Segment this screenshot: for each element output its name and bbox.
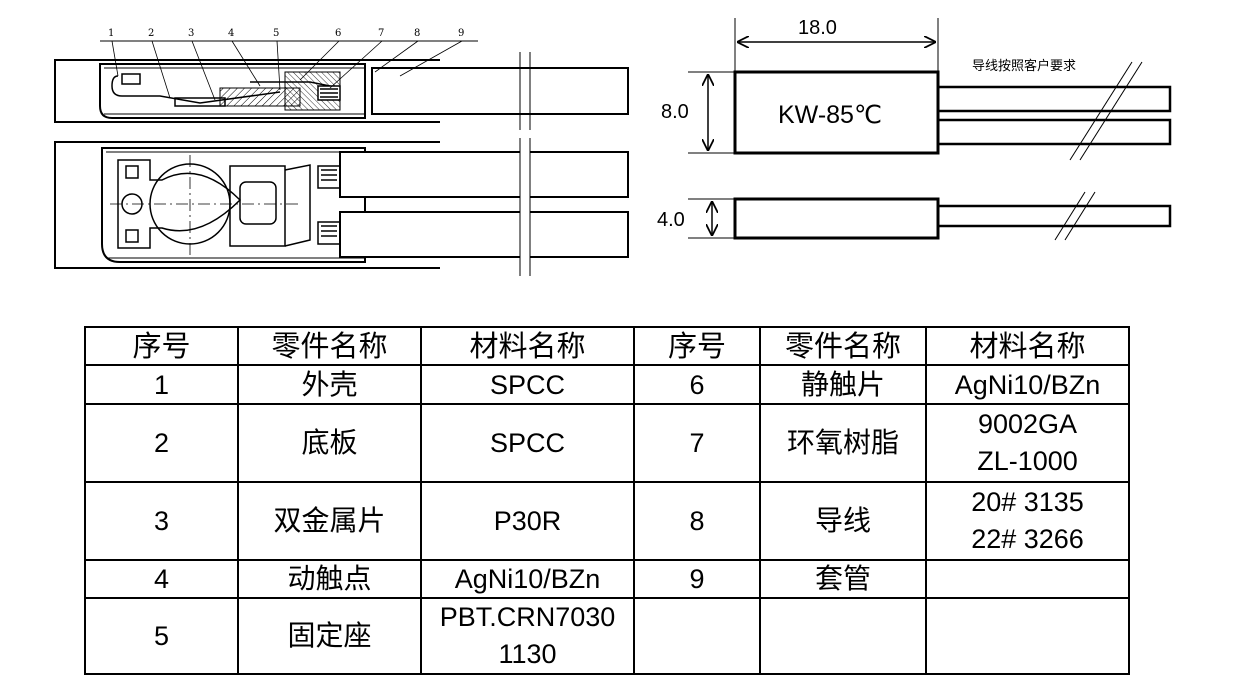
cell-part: 环氧树脂 <box>759 403 927 483</box>
cell-part: 套管 <box>759 559 927 599</box>
material-line: 9002GA <box>977 409 1078 439</box>
header-cell: 序号 <box>633 326 761 366</box>
callout-2: 2 <box>148 28 154 39</box>
callout-3: 3 <box>188 28 194 39</box>
table-row: 3 双金属片 P30R 8 导线 20# 3135 22# 3266 <box>84 481 1130 561</box>
outline-view-side <box>688 191 1172 241</box>
material-line: 22# 3266 <box>971 524 1084 554</box>
cell-material: P30R <box>420 481 635 561</box>
material-line: 20# 3135 <box>971 487 1084 517</box>
table-header: 序号 零件名称 材料名称 序号 零件名称 材料名称 <box>84 326 1130 366</box>
cell-no: 5 <box>84 597 239 675</box>
callout-7: 7 <box>378 28 384 39</box>
cell-no: 1 <box>84 364 239 405</box>
header-cell: 材料名称 <box>925 326 1130 366</box>
cell-no <box>633 597 761 675</box>
callout-4: 4 <box>228 28 234 39</box>
technical-drawing: 1 2 3 4 5 6 7 8 9 <box>54 17 1172 276</box>
parts-table: 序号 零件名称 材料名称 序号 零件名称 材料名称 1 外壳 SPCC 6 静触… <box>84 326 1130 675</box>
cell-no: 7 <box>633 403 761 483</box>
cell-part <box>759 597 927 675</box>
cell-no: 3 <box>84 481 239 561</box>
table-row: 5 固定座 PBT.CRN7030 1130 <box>84 597 1130 675</box>
cell-material: PBT.CRN7030 1130 <box>420 597 635 675</box>
cell-material: SPCC <box>420 364 635 405</box>
callout-6: 6 <box>335 28 341 39</box>
cell-material <box>925 597 1130 675</box>
callout-8: 8 <box>414 28 420 39</box>
callout-1: 1 <box>108 28 114 39</box>
cell-part: 固定座 <box>237 597 422 675</box>
table-row: 1 外壳 SPCC 6 静触片 AgNi10/BZn <box>84 364 1130 405</box>
cell-part: 静触片 <box>759 364 927 405</box>
header-cell: 零件名称 <box>759 326 927 366</box>
material-line: 1130 <box>498 639 557 669</box>
wire-note: 导线按照客户要求 <box>972 58 1076 74</box>
cell-part: 底板 <box>237 403 422 483</box>
cell-no: 9 <box>633 559 761 599</box>
cell-part: 双金属片 <box>237 481 422 561</box>
cell-material: SPCC <box>420 403 635 483</box>
cell-material: AgNi10/BZn <box>925 364 1130 405</box>
cell-no: 4 <box>84 559 239 599</box>
header-cell: 序号 <box>84 326 239 366</box>
callout-5: 5 <box>273 28 279 39</box>
header-cell: 零件名称 <box>237 326 422 366</box>
material-line: ZL-1000 <box>977 446 1078 476</box>
table-row: 2 底板 SPCC 7 环氧树脂 9002GA ZL-1000 <box>84 403 1130 483</box>
outline-view-front <box>688 18 1172 161</box>
dim-height-label: 8.0 <box>661 101 689 123</box>
material-line: PBT.CRN7030 <box>439 602 616 632</box>
cell-material: AgNi10/BZn <box>420 559 635 599</box>
product-label: KW-85℃ <box>778 101 882 129</box>
callout-9: 9 <box>458 28 464 39</box>
side-section-view <box>54 40 629 130</box>
top-section-view <box>54 138 629 276</box>
cell-part: 导线 <box>759 481 927 561</box>
cell-material <box>925 559 1130 599</box>
table-row: 4 动触点 AgNi10/BZn 9 套管 <box>84 559 1130 599</box>
cell-no: 6 <box>633 364 761 405</box>
dim-length-label: 18.0 <box>798 17 837 39</box>
cell-part: 动触点 <box>237 559 422 599</box>
header-cell: 材料名称 <box>420 326 635 366</box>
cell-material: 9002GA ZL-1000 <box>925 403 1130 483</box>
cell-no: 2 <box>84 403 239 483</box>
callout-labels: 1 2 3 4 5 6 7 8 9 <box>108 28 464 39</box>
cell-part: 外壳 <box>237 364 422 405</box>
dim-thickness-label: 4.0 <box>657 209 685 231</box>
cell-material: 20# 3135 22# 3266 <box>925 481 1130 561</box>
cell-no: 8 <box>633 481 761 561</box>
